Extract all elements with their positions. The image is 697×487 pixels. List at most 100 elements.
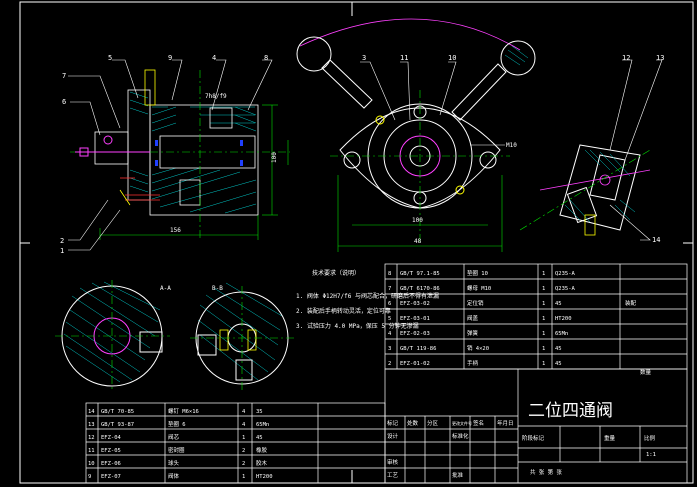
bom-material: 45 — [555, 361, 562, 367]
bom-code: GB/T 93-87 — [101, 422, 134, 428]
bom-note: 装配 — [625, 299, 637, 307]
bom-code: GB/T 6170-86 — [400, 286, 440, 292]
bom-name: 弹簧 — [467, 329, 479, 337]
bom-no: 10 — [88, 461, 95, 467]
tb-design: 设计 — [387, 432, 399, 440]
bom-code: EFZ-02-03 — [400, 331, 430, 337]
note-line-2: 2. 装配后手柄转动灵活，定位可靠 — [296, 307, 391, 315]
tb-craft: 工艺 — [387, 472, 399, 479]
bom-code: EFZ-07 — [101, 474, 121, 480]
dimension-texts: 7h8/f9 100 156 100 48 M10 A-A B-B — [160, 93, 517, 292]
tb-review: 审核 — [387, 458, 399, 466]
bom-name: 垫圈 10 — [467, 269, 488, 277]
bom-code: GB/T 70-85 — [101, 409, 134, 415]
tb-scale: 1:1 — [646, 452, 656, 458]
bom-material: 橡胶 — [256, 446, 268, 454]
dim-thread: M10 — [506, 142, 517, 149]
bom-no: 4 — [388, 331, 392, 337]
bom-qty: 1 — [542, 286, 545, 292]
front-section-view — [68, 59, 290, 251]
bom-code: EFZ-01-02 — [400, 361, 430, 367]
bom-row: 9 EFZ-07 阀体 1 HT200 — [88, 472, 273, 480]
callout-9: 9 — [168, 54, 172, 62]
title-block-grid — [384, 368, 688, 484]
bom-row: 13 GB/T 93-87 垫圈 6 4 65Mn — [88, 420, 269, 428]
tb-header: 标记 — [387, 419, 399, 427]
bom-qty: 4 — [242, 409, 246, 415]
bom-material: 65Mn — [555, 331, 568, 337]
bom-no: 14 — [88, 409, 95, 415]
note-line-1: 1. 阀体 Φ12H7/f6 与阀芯配合，研磨后不得有泄漏 — [296, 292, 439, 300]
bom-material: 65Mn — [256, 422, 269, 428]
bom-code: GB/T 97.1-85 — [400, 271, 440, 277]
callout-3: 3 — [362, 54, 366, 62]
callout-4: 4 — [212, 54, 216, 62]
bom-row: 14 GB/T 70-85 螺钉 M6×16 4 35 — [88, 407, 263, 415]
tb-qty-label: 数量 — [640, 368, 652, 376]
bom-no: 5 — [388, 316, 391, 322]
bom-row: 12 EFZ-04 阀芯 1 45 — [88, 433, 263, 441]
bom-qty: 1 — [542, 361, 545, 367]
bom-row: 10 EFZ-06 球头 2 胶木 — [88, 459, 268, 467]
tb-header: 年月日 — [497, 419, 514, 427]
callout-6: 6 — [62, 98, 66, 106]
tb-weight: 重量 — [604, 434, 616, 442]
callout-14: 14 — [652, 236, 660, 244]
callout-7: 7 — [62, 72, 66, 80]
bom-row: 2 EFZ-01-02 手柄 1 45 — [388, 359, 562, 367]
bom-qty: 1 — [542, 271, 545, 277]
bom-no: 11 — [88, 448, 95, 454]
bom-qty: 1 — [542, 301, 545, 307]
bom-name: 螺母 M10 — [467, 284, 491, 292]
bom-material: 45 — [555, 301, 562, 307]
bom-qty: 1 — [242, 435, 245, 441]
tb-stage: 阶段标记 — [522, 434, 545, 442]
bom-lower-grid — [85, 402, 386, 484]
bom-qty: 1 — [542, 316, 545, 322]
section-label-b: B-B — [212, 285, 223, 292]
tb-header: 签名 — [473, 419, 484, 427]
tb-std: 标准化 — [452, 432, 469, 440]
bom-material: Q235-A — [555, 286, 576, 292]
bom-material: 45 — [555, 346, 562, 352]
top-view — [296, 18, 536, 252]
bom-name: 销 4×20 — [467, 344, 489, 352]
callout-10: 10 — [448, 54, 456, 62]
bom-name: 阀盖 — [467, 314, 479, 322]
section-views — [55, 280, 295, 392]
bom-name: 垫圈 6 — [168, 420, 186, 428]
bom-qty: 1 — [542, 331, 545, 337]
callout-13: 13 — [656, 54, 664, 62]
bom-qty: 2 — [242, 461, 245, 467]
tb-sheet: 共 张 第 张 — [530, 468, 562, 476]
tb-scale-label: 比例 — [644, 434, 656, 442]
drawing-title: 二位四通阀 — [528, 401, 613, 421]
bom-code: EFZ-03-02 — [400, 301, 430, 307]
bom-upper: 8 GB/T 97.1-85 垫圈 10 1 Q235-A 7 GB/T 617… — [388, 269, 637, 367]
bom-lower: 14 GB/T 70-85 螺钉 M6×16 4 35 13 GB/T 93-8… — [88, 407, 273, 480]
bom-material: HT200 — [256, 474, 273, 480]
bom-no: 3 — [388, 346, 391, 352]
bom-material: 45 — [256, 435, 263, 441]
bom-code: EFZ-03-01 — [400, 316, 430, 322]
dim-width: 156 — [170, 227, 181, 234]
bom-no: 12 — [88, 435, 95, 441]
bom-name: 密封圈 — [168, 446, 185, 454]
section-label-a: A-A — [160, 285, 171, 292]
callout-8: 8 — [264, 54, 268, 62]
bom-material: 35 — [256, 409, 263, 415]
bom-no: 9 — [88, 474, 91, 480]
bom-name: 阀芯 — [168, 433, 180, 441]
note-line-3: 3. 试验压力 4.0 MPa，保压 5 分钟无渗漏 — [296, 322, 419, 330]
detail-section-view — [519, 59, 663, 241]
bom-row: 11 EFZ-05 密封圈 2 橡胶 — [88, 446, 268, 454]
bom-name: 球头 — [168, 459, 180, 467]
tb-approve: 批准 — [452, 471, 464, 479]
tb-header: 更改文件号 — [452, 420, 472, 426]
dim-depth: 48 — [414, 238, 422, 245]
bom-qty: 4 — [242, 422, 246, 428]
bom-code: EFZ-05 — [101, 448, 121, 454]
bom-row: 3 GB/T 119-86 销 4×20 1 45 — [388, 344, 562, 352]
bom-no: 2 — [388, 361, 391, 367]
